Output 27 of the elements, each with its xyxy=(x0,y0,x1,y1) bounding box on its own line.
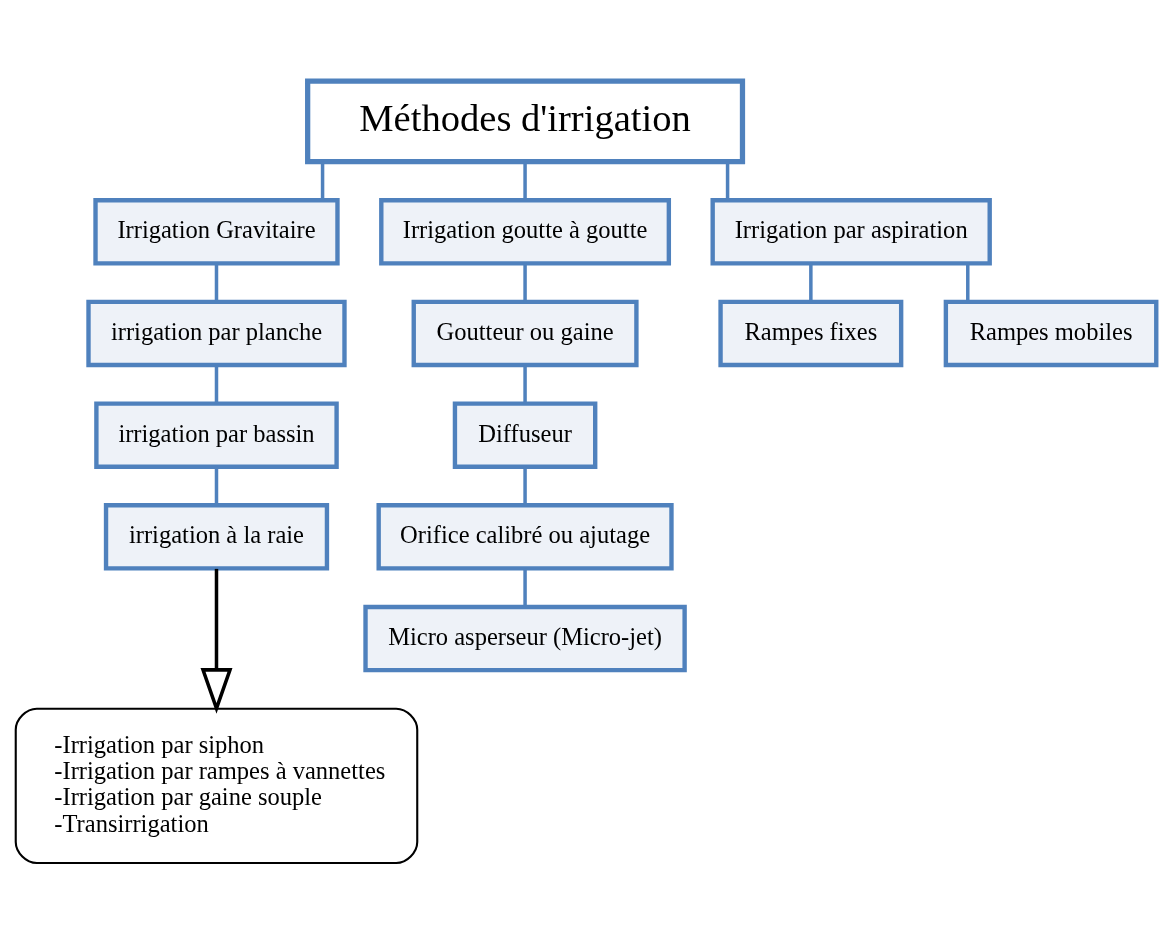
connector xyxy=(523,466,527,505)
node-box: irrigation par bassin xyxy=(94,401,339,469)
node-box: Goutteur ou gaine xyxy=(411,299,639,368)
node-box: Orifice calibré ou ajutage xyxy=(376,503,674,571)
node-box: Méthodes d'irrigation xyxy=(305,78,746,165)
node-box: Irrigation par aspiration xyxy=(710,198,992,266)
node-box: Irrigation goutte à goutte xyxy=(379,198,672,266)
connector xyxy=(320,161,325,200)
node-box: Diffuseur xyxy=(452,401,598,469)
node-box: Irrigation Gravitaire xyxy=(93,198,340,266)
node-box: Rampes mobiles xyxy=(943,299,1159,368)
node-box: Micro asperseur (Micro-jet) xyxy=(363,604,687,673)
node-box: irrigation par planche xyxy=(86,299,347,368)
connector xyxy=(809,263,813,302)
connector xyxy=(214,365,219,404)
connector xyxy=(966,263,970,302)
connector xyxy=(214,466,219,505)
connector xyxy=(523,263,527,302)
connector xyxy=(523,365,527,404)
connector xyxy=(523,568,527,607)
node-box: irrigation à la raie xyxy=(103,503,330,571)
connector xyxy=(725,161,730,200)
connector xyxy=(523,161,527,200)
node-box: Rampes fixes xyxy=(718,299,904,368)
connector xyxy=(214,263,219,302)
node-box: -Irrigation par siphon -Irrigation par rampes à vannettes -Irrigation par gaine souple -Transirrigation xyxy=(14,707,419,865)
arrow xyxy=(200,568,233,714)
